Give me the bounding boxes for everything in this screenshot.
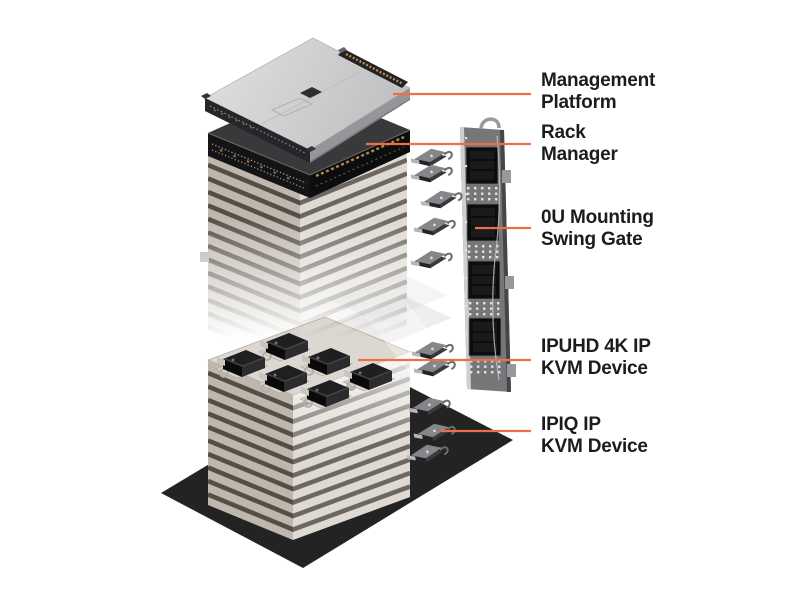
platform-center-slot bbox=[300, 87, 322, 98]
swing-gate bbox=[460, 117, 516, 392]
gate-modules bbox=[465, 146, 502, 357]
management-platform-panel bbox=[201, 37, 411, 163]
gate-handle bbox=[479, 117, 501, 130]
gate-perforation bbox=[465, 137, 501, 374]
leader-lines bbox=[358, 92, 531, 433]
